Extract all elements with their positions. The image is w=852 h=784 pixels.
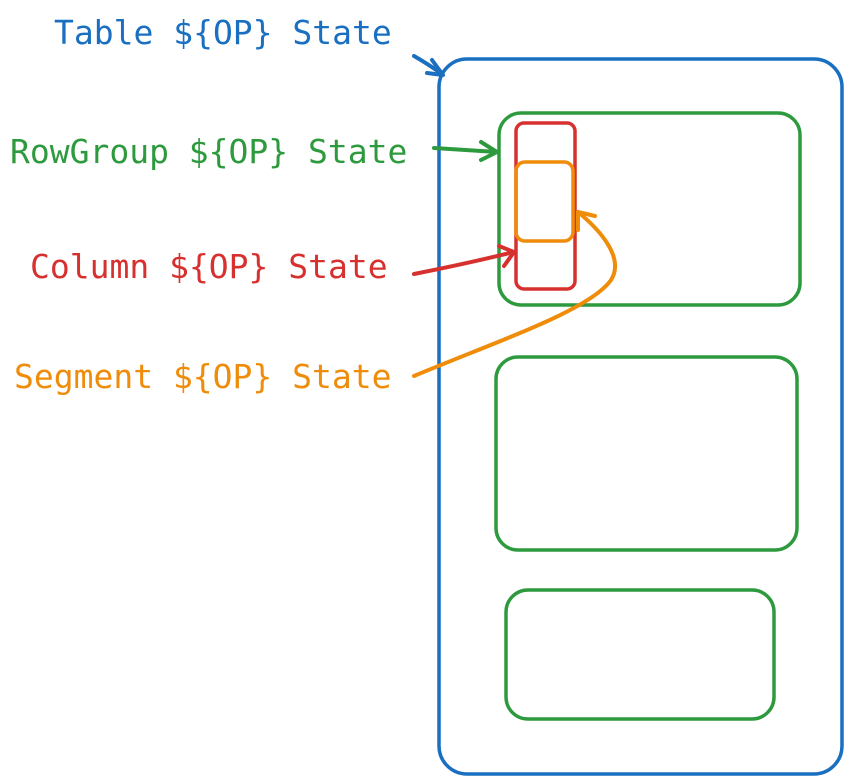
segment-box <box>514 160 575 243</box>
segment-state-label: Segment ${OP} State <box>14 357 392 396</box>
segment-arrow <box>412 210 618 378</box>
rowgroup-arrowhead <box>479 140 499 162</box>
column-arrowhead <box>497 244 516 268</box>
table-box <box>437 57 844 776</box>
segment-arrowhead <box>576 210 597 232</box>
column-state-label: Column ${OP} State <box>30 247 388 286</box>
column-box <box>514 121 577 291</box>
rowgroup-arrow <box>432 146 499 154</box>
table-arrowhead <box>425 58 445 77</box>
rowgroup-box-3 <box>504 588 776 721</box>
rowgroup-box-2 <box>494 355 799 552</box>
column-arrow <box>412 250 516 276</box>
table-state-label: Table ${OP} State <box>54 13 392 52</box>
rowgroup-box-1 <box>497 111 802 307</box>
rowgroup-state-label: RowGroup ${OP} State <box>10 132 408 171</box>
